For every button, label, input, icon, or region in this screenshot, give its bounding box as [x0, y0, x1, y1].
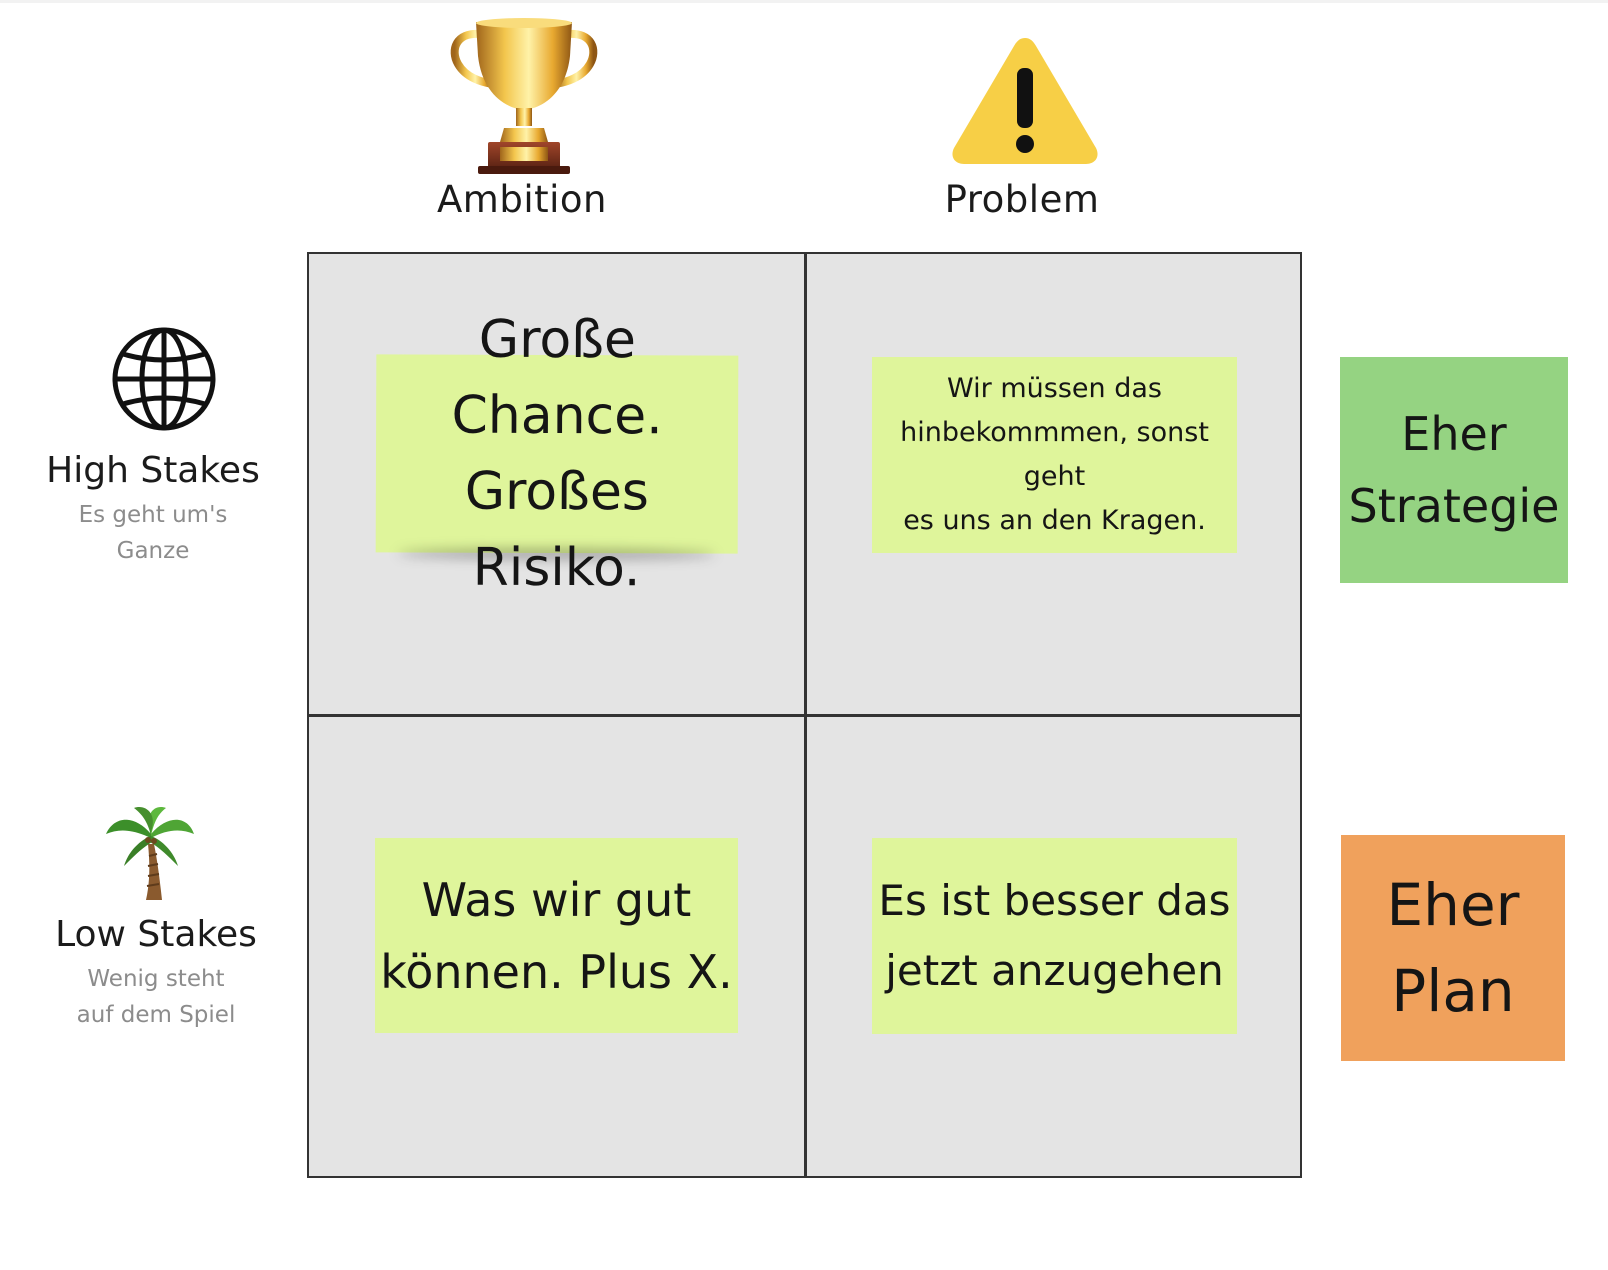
- row-header-low-stakes: Low Stakes Wenig steht auf dem Spiel: [6, 914, 306, 1033]
- sticky-note-plan[interactable]: Eher Plan: [1341, 835, 1565, 1061]
- grid-horizontal-divider: [309, 714, 1300, 717]
- sticky-note-text: Wir müssen das hinbekommmen, sonst geht …: [900, 373, 1209, 536]
- sticky-note-text: Es ist besser das jetzt anzugehen: [878, 876, 1231, 995]
- trophy-icon: [448, 16, 600, 176]
- row-title-low-stakes: Low Stakes: [55, 914, 257, 955]
- column-label-problem: Problem: [944, 178, 1100, 221]
- column-header-problem: Problem: [862, 178, 1182, 221]
- row-title-high-stakes: High Stakes: [46, 450, 260, 491]
- sticky-note-text: Große Chance. Großes Risiko.: [451, 309, 663, 599]
- sticky-note-low-ambition[interactable]: Was wir gut können. Plus X.: [375, 838, 738, 1033]
- column-header-ambition: Ambition: [362, 178, 682, 221]
- warning-icon: [948, 32, 1102, 168]
- sticky-note-high-problem[interactable]: Wir müssen das hinbekommmen, sonst geht …: [872, 357, 1237, 553]
- row-header-high-stakes: High Stakes Es geht um's Ganze: [3, 450, 303, 569]
- top-edge: [0, 0, 1608, 3]
- column-label-ambition: Ambition: [437, 178, 607, 221]
- sticky-note-strategy[interactable]: Eher Strategie: [1340, 357, 1568, 583]
- sticky-note-high-ambition[interactable]: Große Chance. Großes Risiko.: [375, 310, 739, 598]
- row-subtitle-high-stakes: Es geht um's Ganze: [78, 502, 228, 564]
- palm-tree-icon: [104, 804, 196, 902]
- globe-icon: [111, 326, 217, 432]
- row-subtitle-low-stakes: Wenig steht auf dem Spiel: [76, 966, 236, 1028]
- sticky-note-text: Was wir gut können. Plus X.: [380, 872, 733, 999]
- sticky-note-low-problem[interactable]: Es ist besser das jetzt anzugehen: [872, 838, 1237, 1034]
- sticky-note-text: Eher Strategie: [1348, 407, 1560, 533]
- sticky-note-text: Eher Plan: [1386, 871, 1520, 1025]
